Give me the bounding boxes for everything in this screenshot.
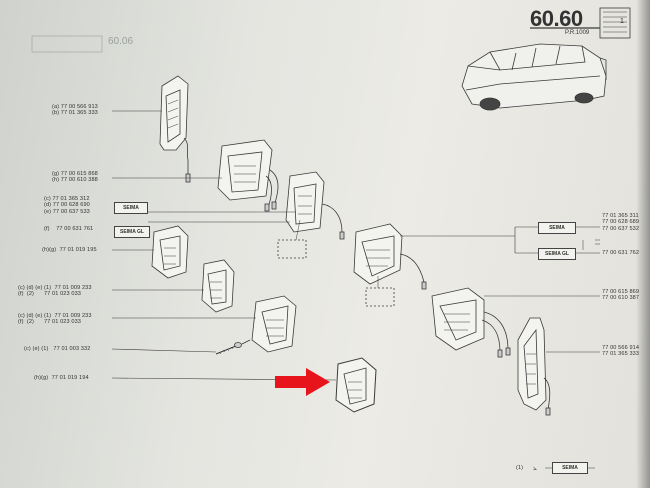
page-reference: P.R.1009 xyxy=(565,30,590,36)
part-number-line: 77 00 566 914 xyxy=(602,345,640,351)
part-number-line: 77 01 365 311 xyxy=(602,213,639,219)
part-number-r3: 77 00 615 869 77 00 610 387 xyxy=(602,289,639,302)
part-number-g: (c) (d) (e) (1) 77 01 009 233 (f) (2) 77… xyxy=(18,313,92,326)
screw-icon xyxy=(215,339,251,355)
part-number-e: (h)(g) 77 01 019 195 xyxy=(42,247,97,253)
part-number-line: (a) 77 00 566 913 xyxy=(52,104,98,110)
part-number-line: 77 01 365 333 xyxy=(602,351,640,358)
part-number-b: (g) 77 00 615 868 (h) 77 00 610 388 xyxy=(52,171,98,184)
part-number-line: 77 00 610 387 xyxy=(602,295,640,302)
part-number-line: (f) (2) 77 01 023 033 xyxy=(18,319,82,326)
part-number-line: 77 00 615 869 xyxy=(602,289,640,295)
car-illustration-icon xyxy=(461,43,607,111)
highlight-arrow-icon xyxy=(275,368,330,396)
part-number-r4: 77 00 566 914 77 01 365 333 xyxy=(602,345,639,358)
leader-lines-right xyxy=(400,226,600,353)
part-number-line: (g) 77 00 615 868 xyxy=(52,171,98,177)
part-number-line: (c) (e) (1) 77 01 003 332 xyxy=(24,346,91,352)
section-code-main: 60.60 xyxy=(530,6,583,31)
part-rear-lamp-1 xyxy=(217,139,279,212)
part-number-line: (d) 77 00 628 690 xyxy=(44,202,90,209)
part-lens-cover-3 xyxy=(251,295,297,353)
part-number-line: (h) 77 00 610 388 xyxy=(52,177,98,184)
part-number-line: (h)(g) 77 01 019 194 xyxy=(34,375,89,381)
part-side-lamp-right xyxy=(517,317,551,416)
section-code: 60.60 xyxy=(530,6,583,32)
part-side-lamp-left xyxy=(159,75,191,183)
part-number-h: (c) (e) (1) 77 01 003 332 xyxy=(24,346,90,352)
part-lens-cover-2 xyxy=(201,259,235,313)
part-number-r2: 77 00 631 762 xyxy=(602,250,639,256)
part-number-line: 77 00 637 532 xyxy=(602,225,640,232)
seima-box-left: SEIMA xyxy=(114,202,148,214)
part-rear-lamp-3 xyxy=(353,223,427,307)
part-number-line: 77 00 628 689 xyxy=(602,219,640,226)
part-number-line: (f) (2) 77 01 023 033 xyxy=(18,291,82,298)
part-number-r1: 77 01 365 311 77 00 628 689 77 00 637 53… xyxy=(602,213,639,232)
part-number-line: 77 00 631 762 xyxy=(602,250,640,256)
part-number-line: (b) 77 01 365 333 xyxy=(52,110,98,117)
part-number-c: (c) 77 01 365 312 (d) 77 00 628 690 (e) … xyxy=(44,196,90,215)
svg-text:60.06: 60.06 xyxy=(108,36,133,47)
legend-seima-box: SEIMA xyxy=(552,462,588,474)
seima-gl-box-left: SEIMA GL xyxy=(114,226,150,238)
section-code-suffix: 1 xyxy=(620,18,624,25)
part-number-line: (h)(g) 77 01 019 195 xyxy=(42,247,97,253)
part-number-line: (e) 77 00 637 533 xyxy=(44,208,90,215)
part-number-d: (f) 77 00 631 761 xyxy=(44,226,93,232)
part-number-line: (c) (d) (e) (1) 77 01 009 233 xyxy=(18,313,92,319)
part-number-line: (c) 77 01 365 312 xyxy=(44,196,90,202)
part-lens-cover-highlighted xyxy=(335,357,377,413)
legend-number: (1) xyxy=(516,465,524,471)
part-rear-lamp-2 xyxy=(277,171,345,259)
part-rear-lamp-right xyxy=(431,287,511,358)
seima-box-right: SEIMA xyxy=(538,222,576,234)
svg-text:⦣: ⦣ xyxy=(533,465,537,472)
part-number-a: (a) 77 00 566 913 (b) 77 01 365 333 xyxy=(52,104,98,117)
part-number-f: (c) (d) (e) (1) 77 01 009 233 (f) (2) 77… xyxy=(18,285,92,298)
part-number-i: (h)(g) 77 01 019 194 xyxy=(34,375,89,381)
part-number-line: (c) (d) (e) (1) 77 01 009 233 xyxy=(18,285,92,291)
seima-gl-box-right: SEIMA GL xyxy=(538,248,576,260)
part-lens-cover-1 xyxy=(151,225,189,279)
part-number-line: (f) 77 00 631 761 xyxy=(44,226,94,232)
